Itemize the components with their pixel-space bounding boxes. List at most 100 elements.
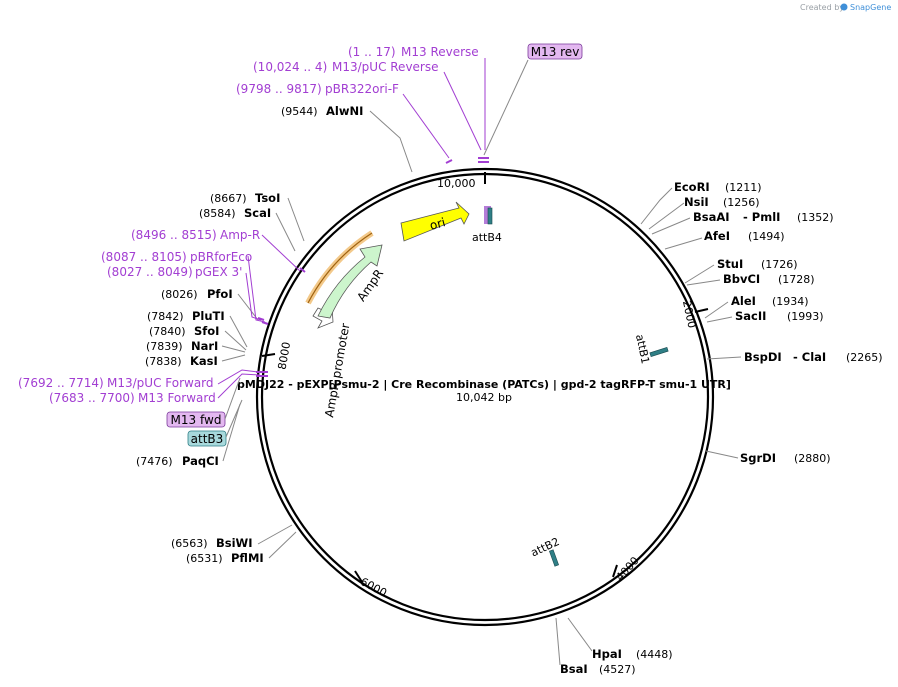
m13-fwd-label: M13 fwd	[171, 413, 222, 427]
svg-text:M13 Reverse: M13 Reverse	[401, 45, 479, 59]
svg-text:BsiWI: BsiWI	[216, 536, 253, 550]
svg-text:TsoI: TsoI	[255, 191, 280, 205]
svg-text:attB4: attB4	[472, 231, 502, 244]
svg-text:EcoRI: EcoRI	[674, 180, 710, 194]
svg-text:(8026): (8026)	[161, 288, 198, 301]
top-primer-leaders	[402, 58, 486, 159]
attb3-leader	[225, 399, 243, 438]
enzyme-label-pluti: (7842) PluTI	[147, 309, 225, 323]
svg-text:Amp-R: Amp-R	[220, 228, 260, 242]
primer-marks-top	[445, 157, 489, 164]
svg-text:(7683 .. 7700): (7683 .. 7700)	[49, 391, 135, 405]
svg-text:BspDI: BspDI	[744, 350, 782, 364]
tick-label-10000: 10,000	[437, 177, 476, 190]
svg-text:AleI: AleI	[731, 294, 756, 308]
svg-text:(7476): (7476)	[136, 455, 173, 468]
credit-text: Created by	[800, 3, 844, 12]
m13-rev-leader	[483, 59, 529, 156]
enzyme-label-nari: (7839) NarI	[146, 339, 218, 353]
tick-label-8000: 8000	[276, 341, 294, 371]
svg-text:attB2: attB2	[529, 535, 562, 559]
attb3-box	[187, 430, 227, 447]
feature-attb2: attB2	[529, 535, 562, 567]
svg-text:(1494): (1494)	[748, 230, 785, 243]
enzyme-label-pfoi: (8026) PfoI	[161, 287, 233, 301]
svg-text:(1 .. 17): (1 .. 17)	[348, 45, 396, 59]
primer-label-pbr322ori-f: (9798 .. 9817) pBR322ori-F	[236, 82, 399, 96]
enzyme-label-bsai: BsaI (4527)	[560, 662, 636, 676]
enzyme-label-scai: (8584) ScaI	[199, 206, 271, 220]
svg-text:(8667): (8667)	[210, 192, 247, 205]
svg-text:HpaI: HpaI	[592, 647, 622, 661]
svg-text:(2880): (2880)	[794, 452, 831, 465]
svg-text:pBRforEco: pBRforEco	[190, 250, 252, 264]
svg-text:(8027 .. 8049): (8027 .. 8049)	[107, 265, 193, 279]
svg-text:NarI: NarI	[191, 339, 218, 353]
enzyme-label-paqci: (7476) PaqCI	[136, 454, 219, 468]
svg-text:(1256): (1256)	[723, 196, 760, 209]
svg-text:AfeI: AfeI	[704, 229, 730, 243]
svg-text:(6563): (6563)	[171, 537, 208, 550]
enzyme-label-sgrdi: SgrDI (2880)	[740, 451, 831, 465]
svg-text:SgrDI: SgrDI	[740, 451, 776, 465]
svg-text:ori: ori	[428, 215, 447, 233]
svg-text:M13/pUC Forward: M13/pUC Forward	[107, 376, 214, 390]
tick-label-2000: 2000	[680, 299, 699, 329]
svg-text:AlwNI: AlwNI	[326, 104, 363, 118]
svg-text:BbvCI: BbvCI	[723, 272, 760, 286]
m13-fwd-leader	[224, 377, 241, 420]
svg-text:(9798 .. 9817): (9798 .. 9817)	[236, 82, 322, 96]
svg-text:(4527): (4527)	[599, 663, 636, 676]
credit-brand: SnapGene	[850, 3, 891, 12]
enzyme-label-bsiwi: (6563) BsiWI	[171, 536, 253, 550]
attb3-label: attB3	[191, 432, 224, 446]
m13-fwd-box	[166, 411, 226, 428]
svg-text:PluTI: PluTI	[192, 309, 225, 323]
plasmid-name: pMDJ22 - pEXP[Psmu-2 | Cre Recombinase (…	[237, 378, 731, 391]
primer-label-m13-puc-forward: (7692 .. 7714) M13/pUC Forward	[18, 376, 214, 390]
svg-text:(8087 .. 8105): (8087 .. 8105)	[101, 250, 187, 264]
primer-label-m13-reverse: (1 .. 17) M13 Reverse	[348, 45, 479, 59]
primer-label-amp-r: (8496 .. 8515) Amp-R	[131, 228, 260, 242]
tick-marks	[261, 172, 709, 583]
svg-text:ScaI: ScaI	[244, 206, 271, 220]
m13-rev-label: M13 rev	[531, 45, 580, 59]
svg-text:BsaI: BsaI	[560, 662, 588, 676]
svg-text:M13 Forward: M13 Forward	[138, 391, 216, 405]
feature-ori: ori	[400, 201, 470, 242]
svg-text:(8496 .. 8515): (8496 .. 8515)	[131, 228, 217, 242]
svg-text:StuI: StuI	[717, 257, 743, 271]
enzyme-label-kasi: (7838) KasI	[145, 354, 218, 368]
svg-text:PaqCI: PaqCI	[182, 454, 219, 468]
svg-text:(10,024 .. 4): (10,024 .. 4)	[253, 60, 327, 74]
svg-text:(1352): (1352)	[797, 211, 834, 224]
enzyme-label-bsaai-pmli: BsaAI - PmlI (1352)	[693, 210, 834, 224]
enzyme-label-sacii: SacII (1993)	[735, 309, 824, 323]
svg-text:- PmlI: - PmlI	[743, 210, 780, 224]
enzyme-label-bspdi-clai: BspDI - ClaI (2265)	[744, 350, 883, 364]
enzyme-label-pflmi: (6531) PflMI	[186, 551, 264, 565]
feature-amp-promoter: AmpR promoter	[312, 304, 353, 419]
svg-text:(1211): (1211)	[725, 181, 762, 194]
feature-attb1: attB1	[633, 333, 669, 365]
svg-text:(7842): (7842)	[147, 310, 184, 323]
svg-text:AmpR promoter: AmpR promoter	[322, 322, 352, 418]
enzyme-label-nsii: NsiI (1256)	[684, 195, 760, 209]
svg-text:(1726): (1726)	[761, 258, 798, 271]
svg-text:SfoI: SfoI	[194, 324, 219, 338]
svg-text:(1728): (1728)	[778, 273, 815, 286]
svg-text:(8584): (8584)	[199, 207, 236, 220]
svg-text:pBR322ori-F: pBR322ori-F	[325, 82, 399, 96]
plasmid-size: 10,042 bp	[456, 391, 512, 404]
svg-text:(1934): (1934)	[772, 295, 809, 308]
m13-rev-box	[527, 43, 583, 60]
svg-text:(2265): (2265)	[846, 351, 883, 364]
snapgene-logo-icon	[840, 3, 848, 11]
svg-text:(7839): (7839)	[146, 340, 183, 353]
primer-marks-left	[256, 267, 306, 377]
primer-label-m13-puc-reverse: (10,024 .. 4) M13/pUC Reverse	[253, 60, 439, 74]
svg-text:SacII: SacII	[735, 309, 766, 323]
enzyme-label-afei: AfeI (1494)	[704, 229, 785, 243]
svg-text:(1993): (1993)	[787, 310, 824, 323]
svg-text:(7838): (7838)	[145, 355, 182, 368]
